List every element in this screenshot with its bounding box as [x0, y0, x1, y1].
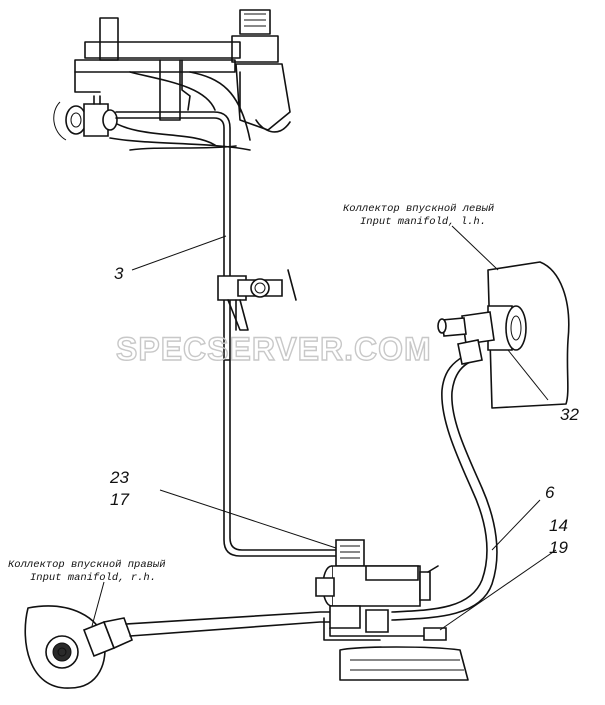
- callout-3: 3: [114, 264, 124, 283]
- left-manifold-caption-en: Input manifold, l.h.: [360, 216, 486, 228]
- top-left-fitting: [53, 95, 118, 141]
- callout-17: 17: [110, 490, 129, 509]
- callout-19: 19: [549, 538, 568, 557]
- callout-14: 14: [549, 516, 568, 535]
- callout-6: 6: [545, 483, 555, 502]
- callout-32: 32: [560, 405, 579, 424]
- callout-23: 23: [109, 468, 129, 487]
- tube-clamp: [217, 269, 297, 331]
- solenoid-valve-assembly: [315, 539, 469, 681]
- hose-6: [391, 355, 498, 621]
- left-manifold-fitting: [437, 261, 570, 409]
- left-manifold-caption-ru: Коллектор впускной левый: [343, 203, 494, 215]
- watermark: SPECSERVER.COM: [116, 331, 432, 367]
- top-bracket-assembly: [74, 9, 291, 151]
- leader-lines: [91, 225, 557, 631]
- tube-3: [115, 111, 341, 557]
- right-manifold-caption-ru: Коллектор впускной правый: [8, 559, 166, 571]
- right-manifold-caption-en: Input manifold, r.h.: [30, 572, 156, 584]
- right-manifold-fitting: [24, 605, 341, 689]
